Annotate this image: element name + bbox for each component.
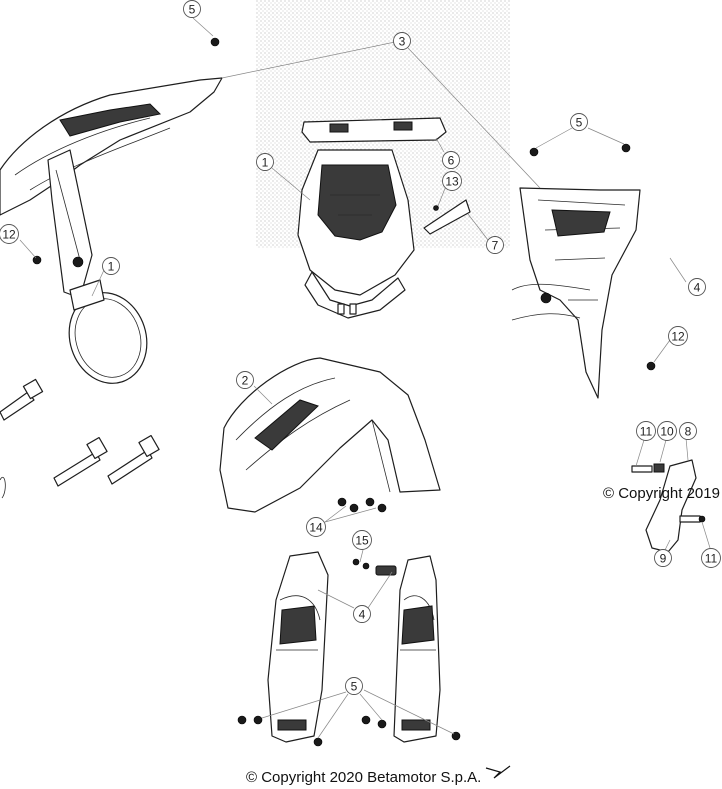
side-bracket [631,459,706,553]
fork-guard-hardware [237,558,461,747]
copyright-side-text: © Copyright 2019 [603,485,720,502]
callout-8: 8 [679,422,697,440]
right-side-panel [511,187,641,399]
callout-11-bottom: 11 [701,548,721,568]
svg-text:11: 11 [640,425,653,439]
callout-4-right: 4 [688,278,706,296]
svg-text:15: 15 [355,534,369,548]
callout-10: 10 [657,421,677,441]
fender-screws [337,497,387,513]
svg-text:7: 7 [492,239,499,253]
svg-text:12: 12 [671,330,685,344]
sticker [423,199,471,235]
callout-12-left: 12 [0,224,19,244]
headlight-clamp [68,279,148,384]
callout-12-right: 12 [668,326,688,346]
callout-14: 14 [306,517,326,537]
callout-3: 3 [393,32,411,50]
leader-lines [19,17,711,739]
callout-5-bottom: 5 [345,677,363,695]
callout-7: 7 [486,236,504,254]
svg-text:4: 4 [694,281,701,295]
svg-text:2: 2 [242,374,249,388]
screw-5-top [210,37,220,47]
screw-12-right [646,361,656,371]
headlight-bracket [301,117,447,143]
svg-text:11: 11 [705,552,718,566]
screw-5-right-a [529,147,539,157]
left-fork-guard [267,551,329,743]
callout-11-top: 11 [636,421,656,441]
callout-5-top: 5 [183,0,201,18]
screw-13 [433,205,439,211]
screw-12-left [32,255,42,265]
right-fork-guard [393,555,441,743]
callout-15: 15 [352,530,372,550]
callout-1-left: 1 [102,257,120,275]
svg-text:6: 6 [448,154,455,168]
callout-9: 9 [654,549,672,567]
svg-text:1: 1 [262,156,269,170]
svg-text:5: 5 [351,680,358,694]
svg-text:8: 8 [685,425,692,439]
svg-text:5: 5 [576,116,583,130]
betamotor-logo-mark [485,765,511,779]
svg-text:14: 14 [309,521,323,535]
callout-5-right: 5 [570,113,588,131]
svg-text:10: 10 [660,425,674,439]
svg-text:4: 4 [359,608,366,622]
copyright-main-text: © Copyright 2020 Betamotor S.p.A. [246,769,482,786]
callout-6: 6 [442,151,460,169]
svg-text:13: 13 [445,175,459,189]
svg-text:3: 3 [399,35,406,49]
callout-1-top: 1 [256,153,274,171]
svg-text:9: 9 [660,552,667,566]
svg-text:12: 12 [2,228,16,242]
left-bolts [0,378,160,499]
callout-2: 2 [236,371,254,389]
callout-4-center: 4 [353,605,371,623]
headlight-mask [297,149,415,319]
svg-text:1: 1 [108,260,115,274]
screw-5-right-b [621,143,631,153]
front-fender [219,357,441,513]
callout-13: 13 [442,171,462,191]
svg-text:5: 5 [189,3,196,17]
